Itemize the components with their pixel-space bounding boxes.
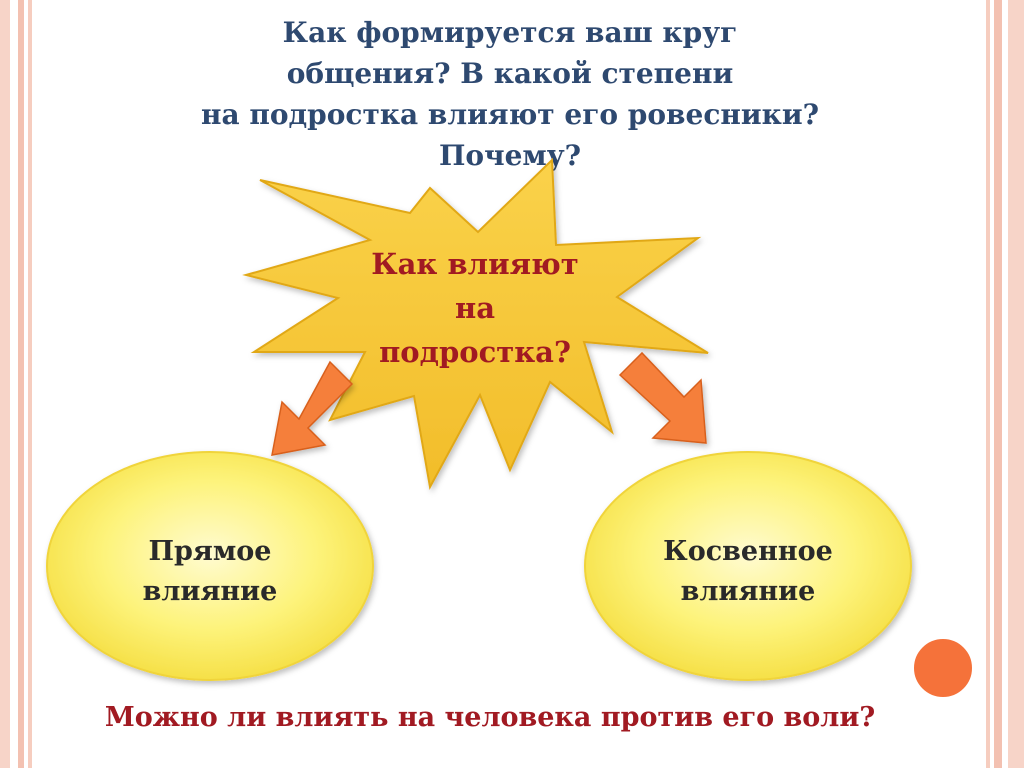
right-arrow: [618, 351, 707, 444]
left-line: Прямое: [148, 536, 272, 567]
center-line: подростка?: [379, 335, 571, 369]
starburst-shape: [242, 157, 709, 490]
title-line: на подростка влияют его ровесники?: [200, 98, 820, 131]
bottom-question: Можно ли влиять на человека против его в…: [104, 702, 876, 733]
title-line: общения? В какой степени: [286, 57, 734, 90]
left-line: влияние: [142, 576, 278, 607]
direct-influence-label: Прямое влияние: [90, 532, 330, 612]
right-line: влияние: [680, 576, 816, 607]
indirect-influence-ellipse: [584, 451, 912, 681]
right-line: Косвенное: [663, 536, 833, 567]
left-arrow: [271, 360, 354, 456]
center-line: на: [454, 291, 496, 325]
center-line: Как влияют: [371, 247, 579, 281]
left-frame-decoration: [0, 0, 40, 768]
indirect-influence-label: Косвенное влияние: [608, 532, 888, 612]
direct-influence-ellipse: [46, 451, 374, 681]
slide-title: Как формируется ваш круг общения? В како…: [130, 12, 890, 176]
title-line: Как формируется ваш круг: [282, 16, 738, 49]
title-line: Почему?: [438, 139, 582, 172]
right-frame-decoration: [986, 0, 1024, 768]
orange-dot-decoration: [910, 635, 976, 701]
center-question: Как влияют на подростка?: [340, 242, 610, 374]
